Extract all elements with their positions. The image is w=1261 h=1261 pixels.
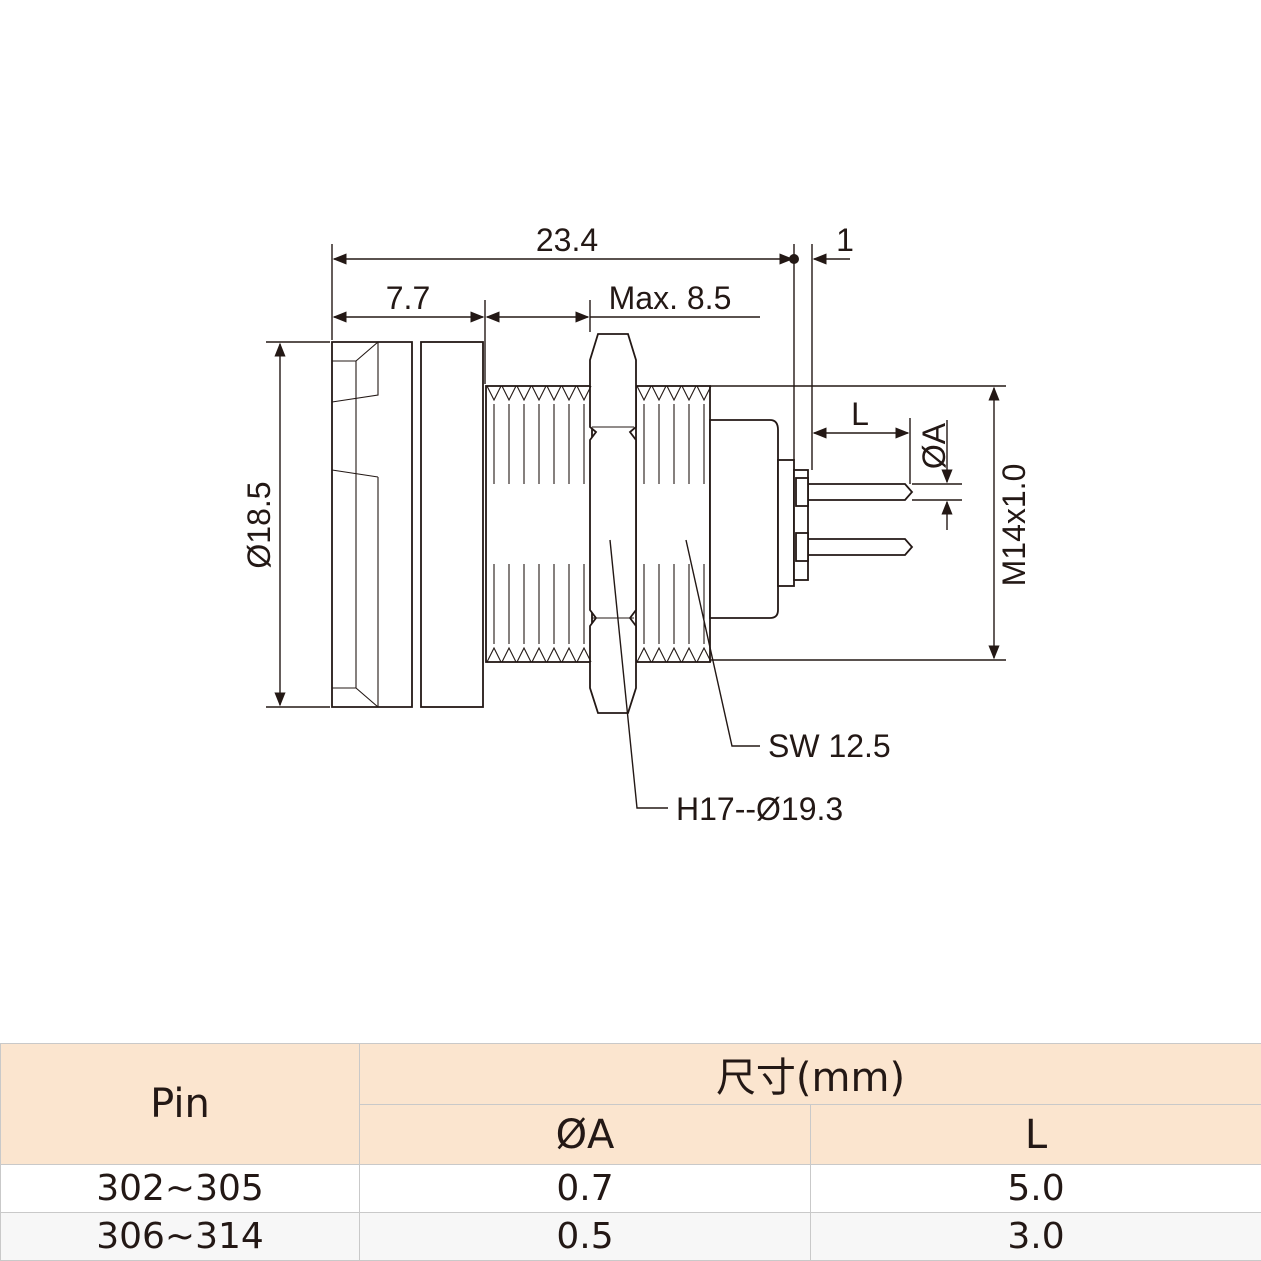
- row-pin: 306~314: [1, 1213, 360, 1261]
- pin-length-label: L: [851, 396, 869, 432]
- row-pin: 302~305: [1, 1165, 360, 1213]
- table-row: 302~305 0.7 5.0: [1, 1165, 1261, 1213]
- dimension-table: Pin 尺寸(mm) ØA L 302~305 0.7 5.0 306~314 …: [0, 1043, 1261, 1261]
- thread-label: M14x1.0: [996, 464, 1032, 587]
- table-row: 306~314 0.5 3.0: [1, 1213, 1261, 1261]
- pin-header: Pin: [1, 1044, 360, 1165]
- wrench-size-label: SW 12.5: [768, 728, 891, 764]
- front-diameter-label: Ø18.5: [241, 481, 277, 568]
- nut-label: H17--Ø19.3: [676, 791, 843, 827]
- dimension-pin-diameter: ØA: [912, 420, 962, 530]
- row-a: 0.5: [360, 1213, 811, 1261]
- pin-offset-label: 1: [836, 222, 854, 258]
- thread-length-label: Max. 8.5: [609, 280, 732, 316]
- connector-drawing: 23.4 1 7.7 Max. 8.5 Ø18.5 L ØA M14x1.: [0, 0, 1261, 1040]
- dimension-pin-length: L: [814, 396, 910, 484]
- front-length-label: 7.7: [386, 280, 430, 316]
- overall-length-label: 23.4: [536, 222, 598, 258]
- row-l: 5.0: [811, 1165, 1261, 1213]
- pin-diameter-label: ØA: [916, 422, 952, 469]
- col-l-header: L: [811, 1105, 1261, 1165]
- row-a: 0.7: [360, 1165, 811, 1213]
- row-l: 3.0: [811, 1213, 1261, 1261]
- col-a-header: ØA: [360, 1105, 811, 1165]
- dimension-front-diameter: Ø18.5: [241, 342, 330, 707]
- size-header: 尺寸(mm): [360, 1044, 1261, 1105]
